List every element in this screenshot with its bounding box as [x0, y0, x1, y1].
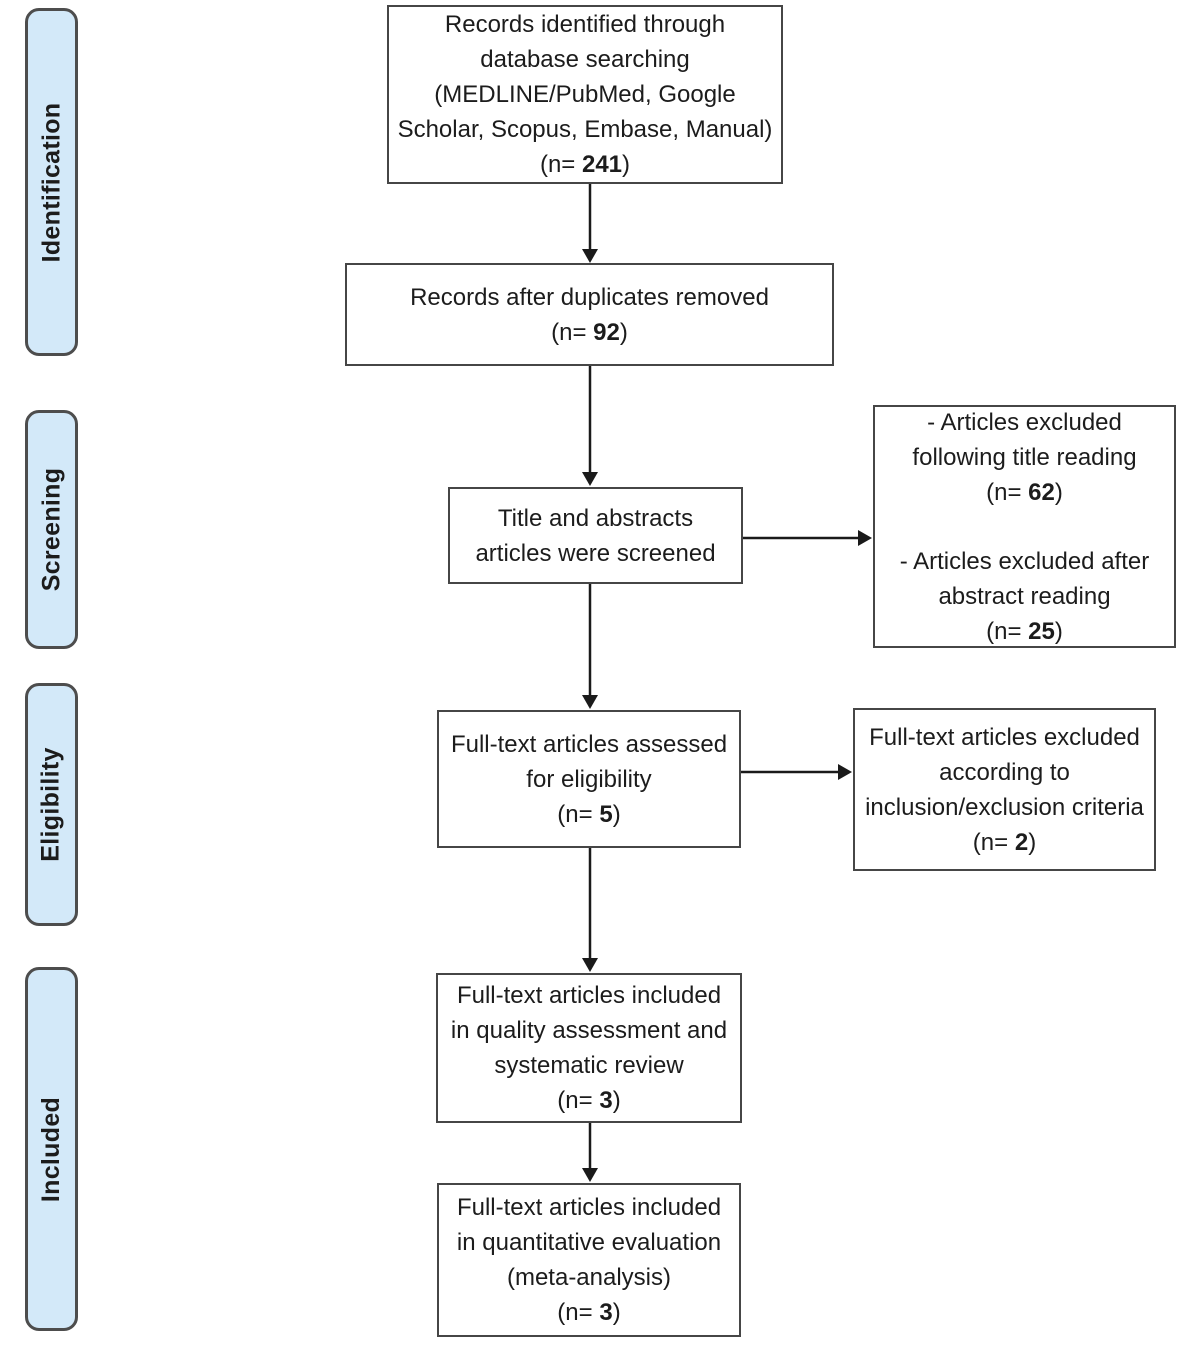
box-meta-analysis-line: in quantitative evaluation [456, 1229, 722, 1256]
stage-identification-label: Identification [37, 102, 66, 262]
box-quality-assessment-count: (n= 3) [557, 1087, 621, 1114]
arrow-duplicates-to-screened [582, 366, 598, 486]
arrow-fulltext-to-excluded [741, 764, 852, 780]
box-duplicates-removed: Records after duplicates removed (n= 92) [345, 263, 834, 366]
box-fulltext-assessed-count: (n= 5) [557, 800, 621, 828]
arrow-identified-to-duplicates [582, 184, 598, 263]
arrow-screened-to-fulltext [582, 584, 598, 709]
stage-included: Included [25, 967, 78, 1331]
box-title-abstract-screened: Title and abstracts articles were screen… [448, 487, 743, 584]
box-fulltext-excluded-count: (n= 2) [972, 828, 1037, 856]
stage-screening: Screening [25, 410, 78, 649]
box-meta-analysis-line: Full-text articles included [456, 1194, 722, 1221]
stage-identification: Identification [25, 8, 78, 356]
box-fulltext-excluded-line: Full-text articles excluded [869, 723, 1140, 751]
box-records-identified: Records identified through database sear… [387, 5, 783, 184]
box-duplicates-removed-count: (n= 92) [551, 318, 628, 346]
screening-excluded-abstract-para: - Articles excluded after abstract readi… [900, 544, 1149, 649]
box-meta-analysis-line: (meta-analysis) [506, 1264, 672, 1291]
stage-eligibility: Eligibility [25, 683, 78, 926]
box-quality-assessment-line: Full-text articles included [456, 982, 722, 1009]
box-fulltext-excluded: Full-text articles excluded according to… [853, 708, 1156, 871]
box-records-identified-line: (MEDLINE/PubMed, Google [434, 81, 736, 108]
box-fulltext-assessed-line: for eligibility [526, 765, 652, 793]
box-fulltext-assessed: Full-text articles assessed for eligibil… [437, 710, 741, 848]
box-title-abstract-screened-line: articles were screened [475, 539, 716, 567]
arrow-fulltext-to-quality [582, 848, 598, 972]
box-fulltext-excluded-line: inclusion/exclusion criteria [865, 793, 1144, 821]
screening-excluded-abstract-count: (n= 25) [986, 617, 1063, 645]
box-title-abstract-screened-line: Title and abstracts [497, 504, 694, 532]
arrow-screened-to-excluded [743, 530, 872, 546]
box-meta-analysis: Full-text articles included in quantitat… [437, 1183, 741, 1337]
box-quality-assessment: Full-text articles included in quality a… [436, 973, 742, 1123]
stage-screening-label: Screening [37, 467, 66, 592]
box-quality-assessment-line: in quality assessment and [450, 1017, 728, 1044]
box-fulltext-excluded-line: according to [939, 758, 1070, 786]
box-quality-assessment-line: systematic review [494, 1052, 684, 1079]
stage-included-label: Included [37, 1096, 65, 1202]
box-records-identified-count: (n= 241) [539, 151, 631, 178]
box-records-identified-line: database searching [480, 46, 690, 73]
arrow-quality-to-meta [582, 1123, 598, 1182]
box-meta-analysis-count: (n= 3) [557, 1299, 621, 1326]
screening-excluded-title-count: (n= 62) [986, 478, 1063, 506]
box-screening-excluded: - Articles excluded following title read… [873, 405, 1176, 648]
box-duplicates-removed-line: Records after duplicates removed [410, 283, 769, 311]
screening-excluded-title-para: - Articles excluded following title read… [912, 405, 1136, 510]
box-records-identified-line: Records identified through [444, 11, 726, 38]
stage-eligibility-label: Eligibility [37, 747, 66, 862]
box-records-identified-line: Scholar, Scopus, Embase, Manual) [397, 116, 773, 143]
box-fulltext-assessed-line: Full-text articles assessed [450, 730, 728, 758]
